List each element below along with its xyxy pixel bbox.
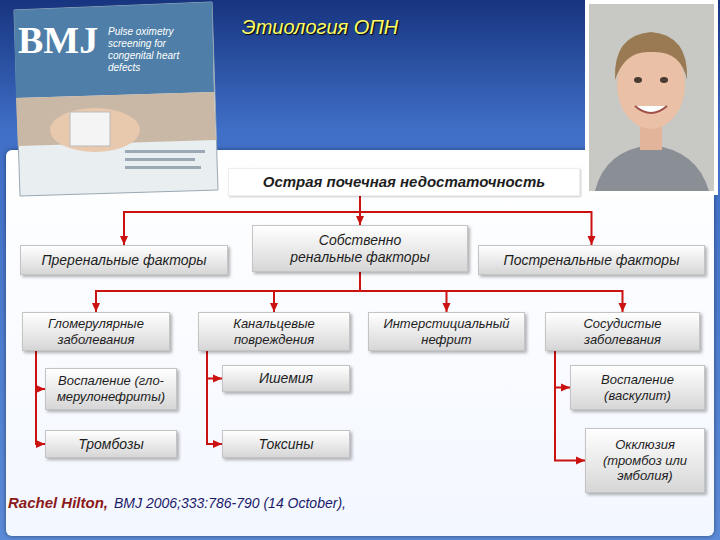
- photo-ground: [589, 4, 714, 191]
- box-text: Окклюзия (тромбоз или эмболия): [590, 437, 700, 484]
- cause-arrow: [207, 351, 222, 444]
- cause-box: Тромбозы: [45, 430, 177, 458]
- cover-line: [125, 150, 205, 153]
- root-box: Острая почечная недостаточность: [228, 168, 580, 196]
- photo-frame: [585, 0, 718, 195]
- photo-hair: [615, 32, 687, 80]
- cause-box: Интерстициальный нефрит: [368, 312, 525, 351]
- baby-foot: [50, 108, 140, 152]
- cause-box: Постренальные факторы: [478, 245, 705, 275]
- journal-name: BMJ: [18, 18, 108, 62]
- box-text: Воспаление (гло- мерулонефриты): [50, 373, 172, 404]
- cause-box: Гломерулярные заболевания: [22, 312, 170, 351]
- box-text: Постренальные факторы: [504, 252, 680, 269]
- cause-box: Сосудистые заболевания: [545, 312, 700, 351]
- box-text: Ишемия: [259, 370, 313, 387]
- cover-line: [125, 158, 195, 161]
- cause-box: Ишемия: [222, 365, 350, 392]
- photo-eye: [660, 77, 668, 83]
- photo-smile: [635, 106, 667, 113]
- slide-title: Этиология ОПН: [220, 16, 420, 39]
- cause-arrow: [360, 272, 623, 312]
- cause-box: Воспаление (васкулит): [570, 365, 705, 410]
- cause-arrow: [207, 351, 222, 378]
- box-text: Интерстициальный нефрит: [374, 316, 519, 347]
- cause-box: Собственно ренальные факторы: [252, 225, 468, 272]
- cause-box: Канальцевые повреждения: [198, 312, 350, 351]
- box-text: Собственно ренальные факторы: [283, 232, 437, 266]
- box-text: Сосудистые заболевания: [551, 316, 694, 347]
- cause-box: Токсины: [222, 430, 350, 458]
- oximeter-wrap: [70, 112, 110, 146]
- cause-box: Воспаление (гло- мерулонефриты): [45, 368, 177, 410]
- photo-eye: [634, 77, 642, 83]
- cover-headline: Pulse oximetry screening for congenital …: [108, 26, 206, 74]
- cause-arrow: [555, 351, 570, 387]
- box-text: Воспаление (васкулит): [576, 372, 699, 403]
- cause-arrow: [36, 351, 45, 389]
- box-text: Тромбозы: [78, 436, 144, 453]
- box-text: Канальцевые повреждения: [204, 316, 344, 347]
- cause-arrow: [274, 272, 360, 312]
- box-text: Преренальные факторы: [41, 252, 206, 269]
- cause-arrow: [36, 351, 45, 444]
- author-photo: [585, 0, 720, 197]
- cover-line: [125, 166, 201, 169]
- box-text: Острая почечная недостаточность: [263, 173, 545, 191]
- cover-band: [14, 2, 214, 98]
- box-text: Токсины: [258, 436, 313, 453]
- box-text: Гломерулярные заболевания: [28, 316, 164, 347]
- citation-source: BMJ 2006;333:786-790 (14 October),: [114, 495, 346, 511]
- cause-box: Преренальные факторы: [20, 245, 228, 275]
- cover-sheet: [14, 2, 218, 196]
- cause-box: Окклюзия (тромбоз или эмболия): [585, 428, 705, 493]
- citation-author: Rachel Hilton,: [8, 494, 108, 511]
- photo-shirt: [595, 145, 709, 191]
- cause-arrow: [96, 272, 360, 312]
